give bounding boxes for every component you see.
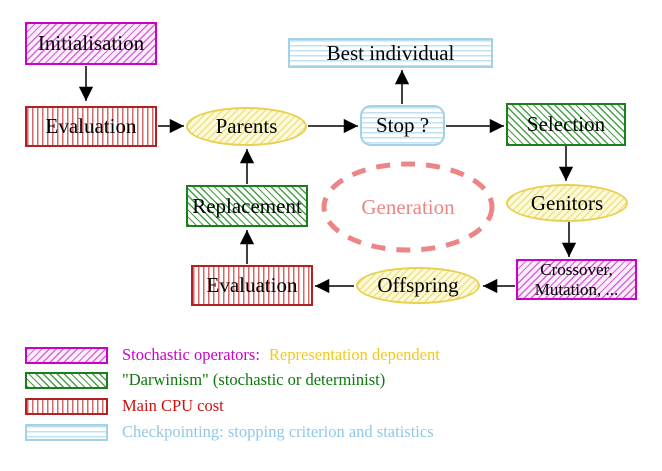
node-evaluation-bottom: Evaluation: [191, 265, 313, 306]
node-selection: Selection: [506, 103, 626, 146]
legend-swatch-main-cpu-cost: [25, 397, 108, 415]
node-initialisation: Initialisation: [25, 22, 157, 65]
legend-row-main-cpu-cost: Main CPU cost: [25, 396, 224, 415]
node-genitors: Genitors: [506, 184, 628, 222]
legend-label-stochastic-operators: Stochastic operators:: [122, 345, 260, 364]
node-crossover-mutation: Crossover, Mutation, ...: [516, 259, 637, 300]
generation-label: Generation: [361, 195, 455, 219]
node-best-individual: Best individual: [288, 38, 493, 68]
node-stop: Stop ?: [360, 105, 445, 146]
crossover-line: Crossover,: [540, 259, 613, 279]
mutation-line: Mutation, ...: [534, 279, 619, 299]
legend-label-darwinism: "Darwinism" (stochastic or determinist): [122, 370, 386, 389]
legend-swatch-checkpointing: [25, 423, 108, 441]
legend-label-main-cpu-cost: Main CPU cost: [122, 396, 224, 415]
node-offspring: Offspring: [356, 267, 480, 304]
legend-row-stochastic-operators: Stochastic operators: Representation dep…: [25, 345, 440, 364]
legend-label-representation-dependent: Representation dependent: [268, 345, 440, 364]
node-parents: Parents: [186, 107, 307, 146]
legend-row-checkpointing: Checkpointing: stopping criterion and st…: [25, 422, 434, 441]
node-evaluation-top: Evaluation: [25, 106, 157, 147]
legend-swatch-stochastic-operators: [25, 346, 108, 364]
legend-row-darwinism: "Darwinism" (stochastic or determinist): [25, 370, 386, 389]
legend-label-checkpointing: Checkpointing: stopping criterion and st…: [122, 422, 434, 441]
legend-swatch-darwinism: [25, 371, 108, 389]
node-replacement: Replacement: [186, 185, 308, 227]
